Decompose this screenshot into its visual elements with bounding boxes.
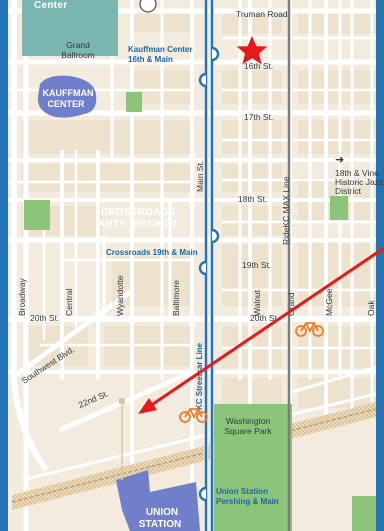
street-18th: 18th St. [238, 194, 267, 204]
street-grand: Grand [286, 292, 296, 316]
street-20th-east: 20th St. [250, 313, 279, 323]
street-broadway: Broadway [17, 277, 27, 316]
arrow-right-icon: ➜ [335, 153, 344, 166]
max-line-label: RideKC MAX Line [281, 176, 291, 245]
street-wyandotte: Wyandotte [115, 275, 125, 316]
street-main: Main St. [195, 161, 205, 192]
bike-icon-2 [179, 408, 208, 423]
stop-kauffman-label-1: Kauffman Center [128, 45, 192, 54]
union-station-label-2: STATION [139, 519, 181, 530]
park-small-1 [126, 92, 142, 112]
grand-label: Grand [66, 40, 90, 50]
red-annotation-arrow [149, 246, 384, 408]
street-oak: Oak [366, 300, 376, 316]
stop-union-label-1: Union Station [216, 487, 268, 496]
stop-marker-union [198, 486, 207, 502]
bike-icon [295, 322, 324, 337]
street-walnut: Walnut [252, 289, 262, 316]
washington-label-2: Square Park [224, 426, 272, 436]
union-station-label-1: UNION [146, 507, 178, 518]
kauffman-label-1: KAUFFMAN [43, 88, 94, 98]
jazz-label-1: 18th & Vine [335, 168, 379, 178]
stop-union-label-2: Pershing & Main [216, 497, 279, 506]
park-small-3 [330, 196, 348, 220]
street-baltimore: Baltimore [171, 280, 181, 316]
top-marker [139, 0, 157, 13]
stop-marker-crossroads-2 [198, 260, 207, 276]
washington-square-park [212, 404, 292, 531]
union-station-building [116, 470, 200, 531]
star-marker-icon [236, 36, 268, 65]
washington-label-1: Washington [226, 416, 271, 426]
map-border-right [376, 0, 384, 531]
stop-kauffman-label-2: 16th & Main [128, 55, 173, 64]
ballroom-label: Ballroom [61, 50, 95, 60]
street-truman: Truman Road [236, 9, 288, 19]
plaza-block [22, 0, 118, 56]
streetcar-line-label: KC Streetcar Line [195, 342, 204, 410]
park-small-2 [24, 200, 50, 230]
center-label: Center [34, 0, 67, 11]
crossroads-label-1: CROSSROADS [101, 207, 176, 218]
arrowhead-icon [138, 398, 157, 414]
map-border-left [0, 0, 8, 531]
street-mcgee: McGee [324, 288, 334, 316]
stop-marker-crossroads [211, 228, 220, 244]
street-16th: 16th St. [244, 61, 273, 71]
street-17th: 17th St. [244, 112, 273, 122]
stop-marker-kauffman [211, 46, 220, 62]
stop-marker-kauffman-2 [198, 72, 207, 88]
crossroads-label-2: ARTS DISTRICT [98, 219, 178, 230]
stop-crossroads-label: Crossroads 19th & Main [106, 248, 198, 257]
broadway-road [11, 0, 49, 472]
street-central: Central [64, 288, 74, 316]
railway-line [11, 406, 384, 503]
jazz-label-2: Historic Jazz [335, 177, 383, 187]
kauffman-center-building [37, 75, 97, 118]
jazz-label-3: District [335, 186, 362, 196]
street-19th: 19th St. [242, 260, 271, 270]
kauffman-label-2: CENTER [47, 99, 85, 109]
street-20th-west: 20th St. [30, 313, 59, 323]
